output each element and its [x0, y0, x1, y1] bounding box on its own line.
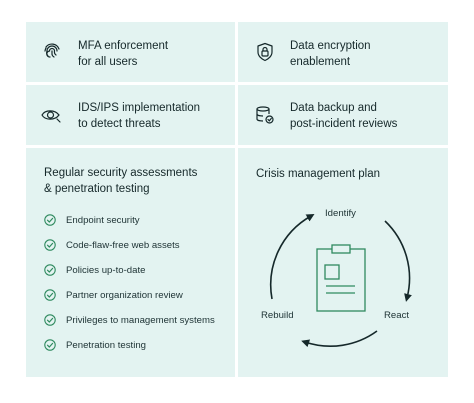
cycle-arrow-left [269, 214, 315, 300]
database-sync-icon [256, 106, 274, 124]
check-circle-icon [44, 214, 56, 226]
card-assessments: Regular security assessments & penetrati… [26, 148, 235, 377]
cycle-label-identify: Identify [325, 208, 356, 219]
card-idsips: IDS/IPS implementation to detect threats [26, 85, 235, 145]
list-item: Policies up-to-date [44, 263, 145, 277]
cycle-arrow-bottom [301, 330, 378, 348]
card-backup: Data backup and post-incident reviews [238, 85, 448, 145]
card-mfa: MFA enforcement for all users [26, 22, 235, 82]
check-circle-icon [44, 289, 56, 301]
backup-label: Data backup and post-incident reviews [290, 102, 398, 130]
crisis-title: Crisis management plan [256, 168, 381, 180]
list-item-label: Partner organization review [66, 289, 183, 301]
list-item-label: Privileges to management systems [66, 314, 215, 326]
list-item-label: Endpoint security [66, 214, 140, 226]
cycle-arrow-right [384, 220, 412, 302]
shield-lock-icon [257, 42, 273, 62]
check-circle-icon [44, 239, 56, 251]
list-item-label: Code-flaw-free web assets [66, 239, 180, 251]
list-item: Code-flaw-free web assets [44, 238, 180, 252]
card-encryption: Data encryption enablement [238, 22, 448, 82]
list-item: Endpoint security [44, 213, 140, 227]
check-circle-icon [44, 264, 56, 276]
clipboard-icon [316, 244, 366, 312]
list-item: Penetration testing [44, 338, 146, 352]
list-item: Privileges to management systems [44, 313, 215, 327]
cycle-label-rebuild: Rebuild [261, 310, 294, 321]
check-circle-icon [44, 339, 56, 351]
assessments-title: Regular security assessments & penetrati… [44, 167, 198, 195]
idsips-label: IDS/IPS implementation to detect threats [78, 102, 201, 130]
cycle-label-react: React [384, 310, 410, 321]
list-item: Partner organization review [44, 288, 183, 302]
encryption-label: Data encryption enablement [290, 40, 371, 68]
list-item-label: Policies up-to-date [66, 264, 146, 276]
list-item-label: Penetration testing [66, 339, 147, 351]
crisis-cycle-diagram [269, 214, 412, 348]
eye-scan-icon [41, 110, 61, 123]
check-circle-icon [44, 314, 56, 326]
mfa-label: MFA enforcement for all users [78, 40, 169, 68]
fingerprint-icon [44, 43, 60, 58]
